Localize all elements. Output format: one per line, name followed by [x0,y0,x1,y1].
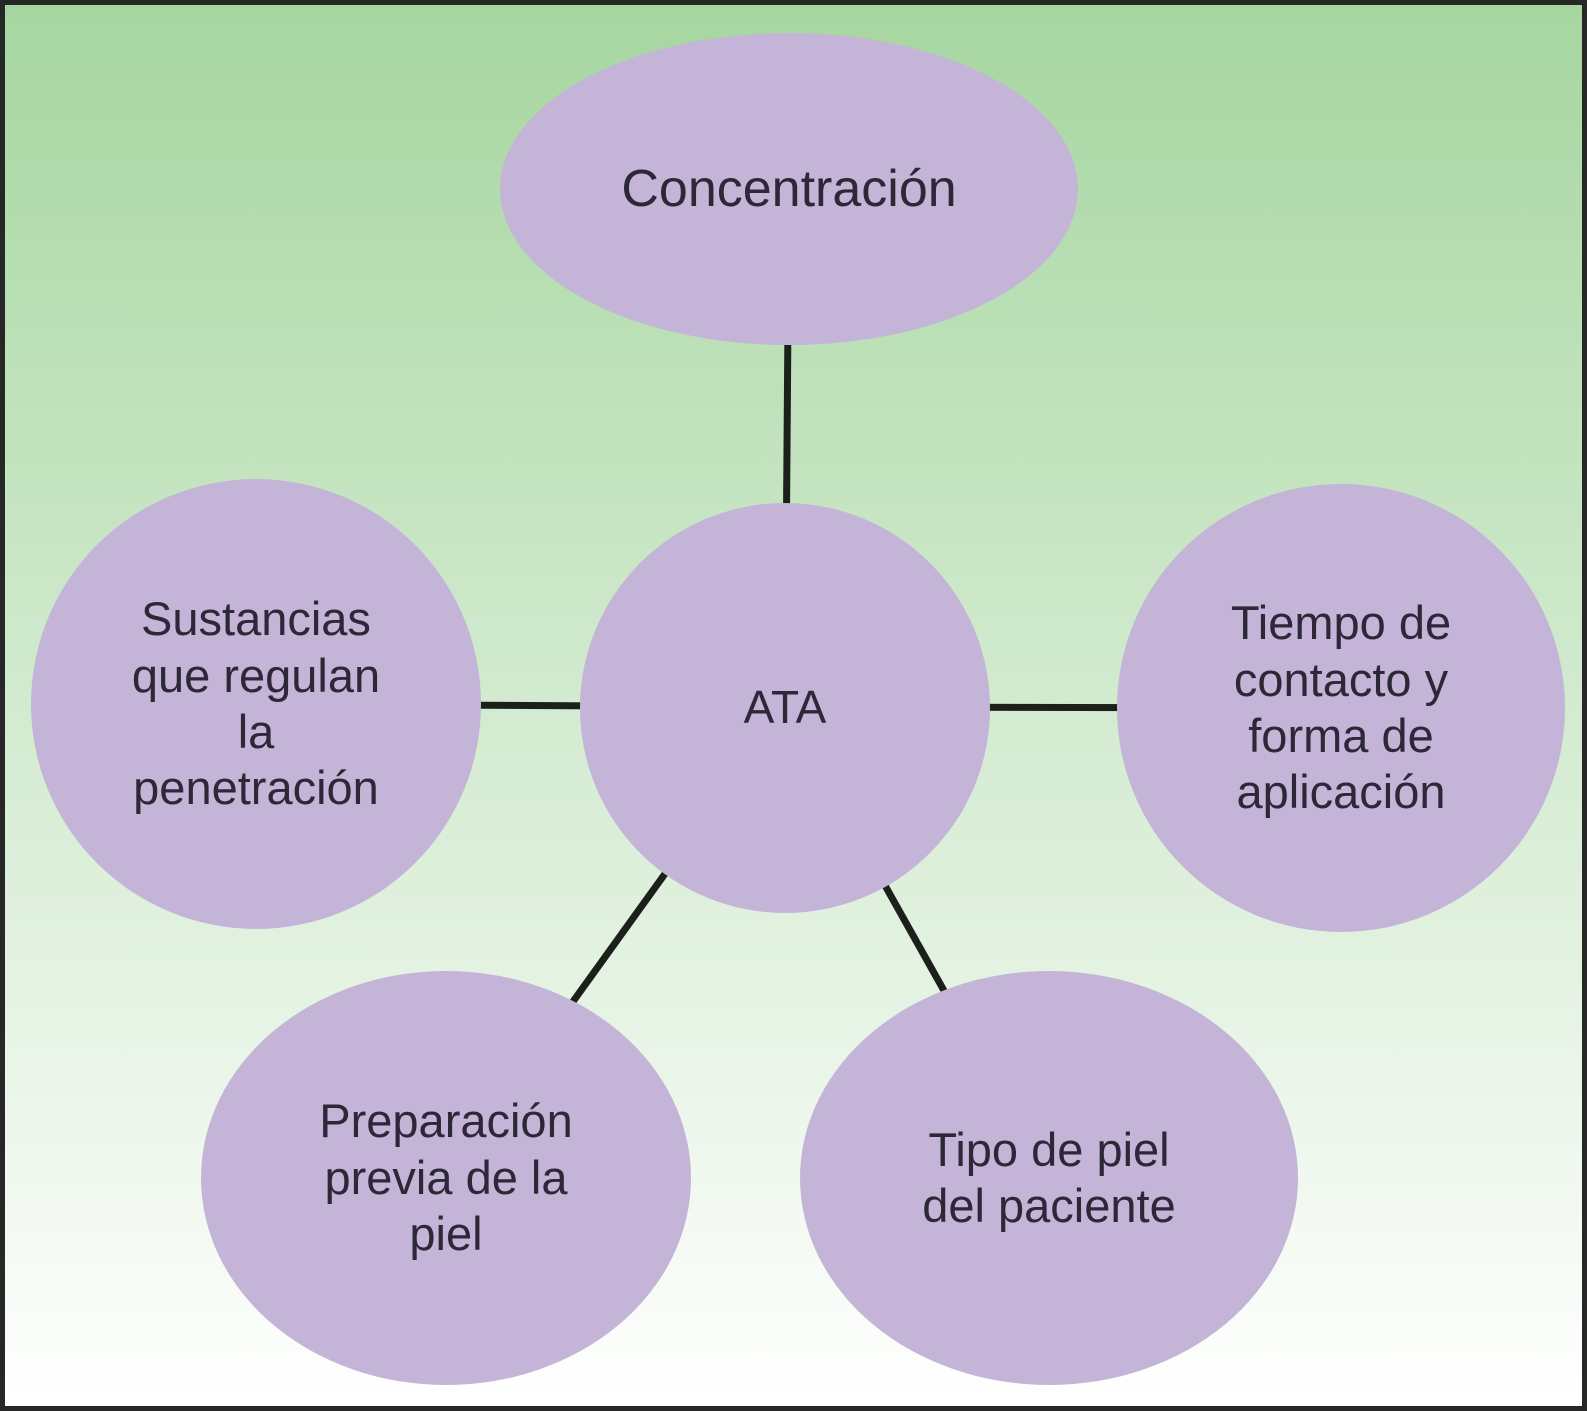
node-tipo-piel: Tipo de piel del paciente [800,971,1298,1385]
node-concentracion: Concentración [500,33,1078,345]
node-concentracion-label: Concentración [621,159,957,218]
node-preparacion: Preparación previa de la piel [201,971,691,1385]
node-preparacion-label: Preparación previa de la piel [319,1094,573,1261]
node-tiempo-label: Tiempo de contacto y forma de aplicación [1230,596,1452,819]
node-sustancias: Sustancias que regulan la penetración [31,479,481,929]
node-ata-label: ATA [743,681,827,734]
node-tipo-piel-label: Tipo de piel del paciente [922,1122,1176,1232]
node-ata-center: ATA [580,503,990,913]
node-tiempo: Tiempo de contacto y forma de aplicación [1117,484,1565,932]
node-sustancias-label: Sustancias que regulan la penetración [131,592,381,815]
